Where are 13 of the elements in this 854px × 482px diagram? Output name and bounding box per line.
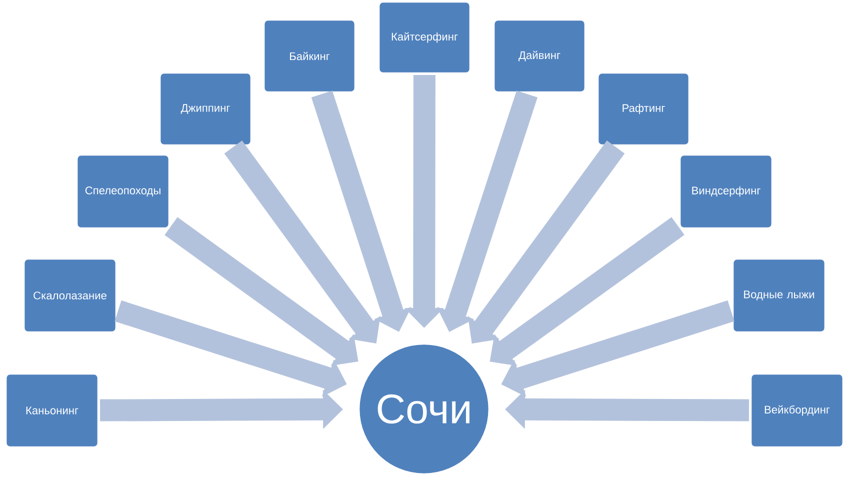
rounded-box: Водные лыжи <box>732 258 826 333</box>
rounded-box: Байкинг <box>263 19 356 93</box>
rounded-box: Каньонинг <box>5 373 99 448</box>
rounded-box: Вейкбординг <box>750 373 844 448</box>
rounded-box: Скалолазание <box>23 258 117 333</box>
rounded-box: Дайвинг <box>493 19 586 93</box>
rounded-box: Виндсерфинг <box>679 154 773 229</box>
rounded-box: Джиппинг <box>159 72 252 146</box>
circle-node: Сочи <box>358 343 490 475</box>
rounded-box: Кайтсерфинг <box>378 1 471 74</box>
rounded-box: Спелеопоходы <box>76 154 170 229</box>
rounded-box: Рафтинг <box>597 72 690 146</box>
block-arrow <box>224 140 380 344</box>
